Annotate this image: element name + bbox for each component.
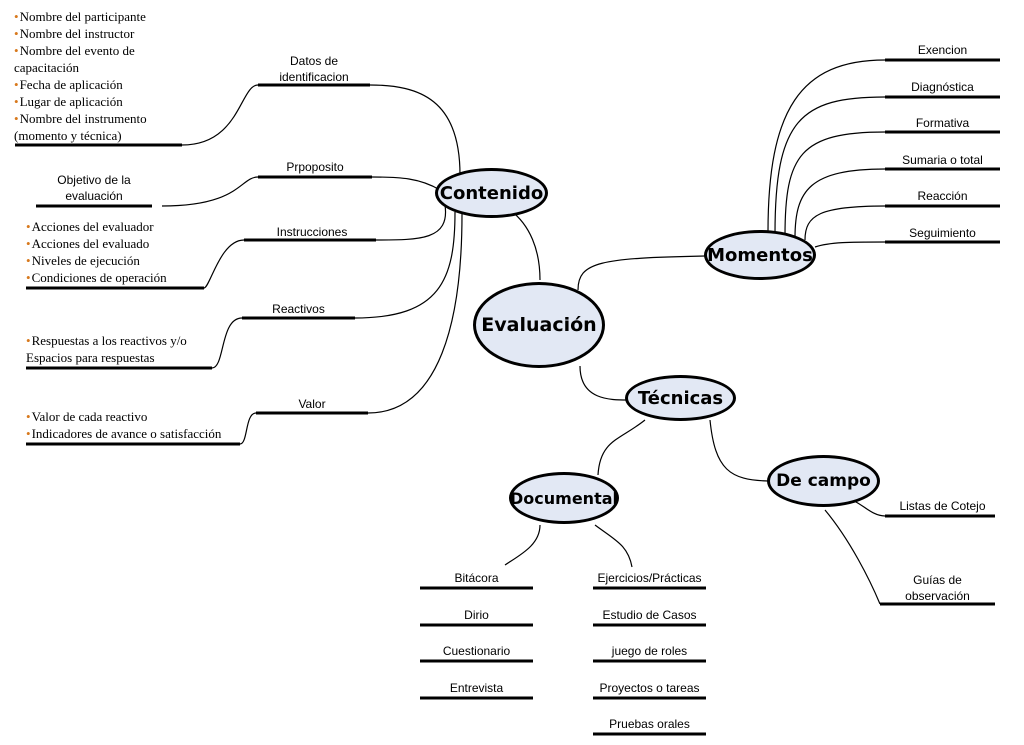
documental-juego-roles: juego de roles	[611, 644, 688, 658]
documental-entrevista: Entrevista	[449, 681, 504, 695]
momento-diagnostica: Diagnóstica	[911, 80, 974, 94]
branch-label-valor: Valor	[298, 397, 326, 411]
documental-bitacora: Bitácora	[454, 571, 499, 585]
list-item: Nombre del participante	[14, 8, 189, 25]
valor-list: Valor de cada reactivo Indicadores de av…	[26, 408, 256, 442]
central-node-evaluacion: Evaluación	[473, 282, 605, 368]
list-item: Fecha de aplicación	[14, 76, 189, 93]
list-item: Condiciones de operación	[26, 269, 216, 286]
node-documental: Documental	[509, 472, 619, 524]
list-item: Espacios para respuestas	[26, 350, 155, 365]
node-momentos: Momentos	[704, 230, 816, 280]
campo-listas-cotejo: Listas de Cotejo	[899, 499, 986, 513]
list-item: Acciones del evaluado	[26, 235, 216, 252]
list-item: Nombre del instructor	[14, 25, 189, 42]
branch-label-instrucciones: Instrucciones	[276, 225, 348, 239]
list-item: Acciones del evaluador	[26, 218, 216, 235]
momento-reaccion: Reacción	[917, 189, 968, 203]
list-item: Niveles de ejecución	[26, 252, 216, 269]
node-de-campo: De campo	[767, 455, 880, 507]
list-item: Nombre del evento de capacitación	[14, 42, 189, 76]
list-item: Respuestas a los reactivos y/o	[26, 332, 226, 349]
documental-ejercicios: Ejercicios/Prácticas	[597, 571, 702, 585]
documental-cuestionario: Cuestionario	[442, 644, 511, 658]
node-contenido: Contenido	[435, 168, 548, 218]
campo-guias-observacion: Guías de observación	[905, 573, 970, 603]
documental-pruebas-orales: Pruebas orales	[609, 717, 690, 731]
node-tecnicas: Técnicas	[625, 375, 736, 421]
list-item: Nombre del instrumento (momento y técnic…	[14, 110, 189, 144]
momento-seguimiento: Seguimiento	[909, 226, 976, 240]
proposito-detail: Objetivo de la evaluación	[57, 173, 131, 203]
instrucciones-list: Acciones del evaluador Acciones del eval…	[26, 218, 216, 286]
datos-list: Nombre del participante Nombre del instr…	[14, 8, 189, 144]
momento-formativa: Formativa	[915, 116, 970, 130]
branch-label-datos: Datos de identificacion	[279, 54, 349, 84]
list-item: Indicadores de avance o satisfacción	[26, 425, 256, 442]
reactivos-list: Respuestas a los reactivos y/o Espacios …	[26, 332, 226, 366]
documental-estudio-casos: Estudio de Casos	[602, 608, 697, 622]
branch-label-reactivos: Reactivos	[272, 302, 325, 316]
documental-proyectos: Proyectos o tareas	[599, 681, 700, 695]
branch-label-proposito: Prpoposito	[286, 160, 344, 174]
momento-sumaria: Sumaria o total	[902, 153, 983, 167]
documental-dirio: Dirio	[464, 608, 489, 622]
list-item: Valor de cada reactivo	[26, 408, 256, 425]
list-item: Lugar de aplicación	[14, 93, 189, 110]
momento-exencion: Exencion	[917, 43, 968, 57]
